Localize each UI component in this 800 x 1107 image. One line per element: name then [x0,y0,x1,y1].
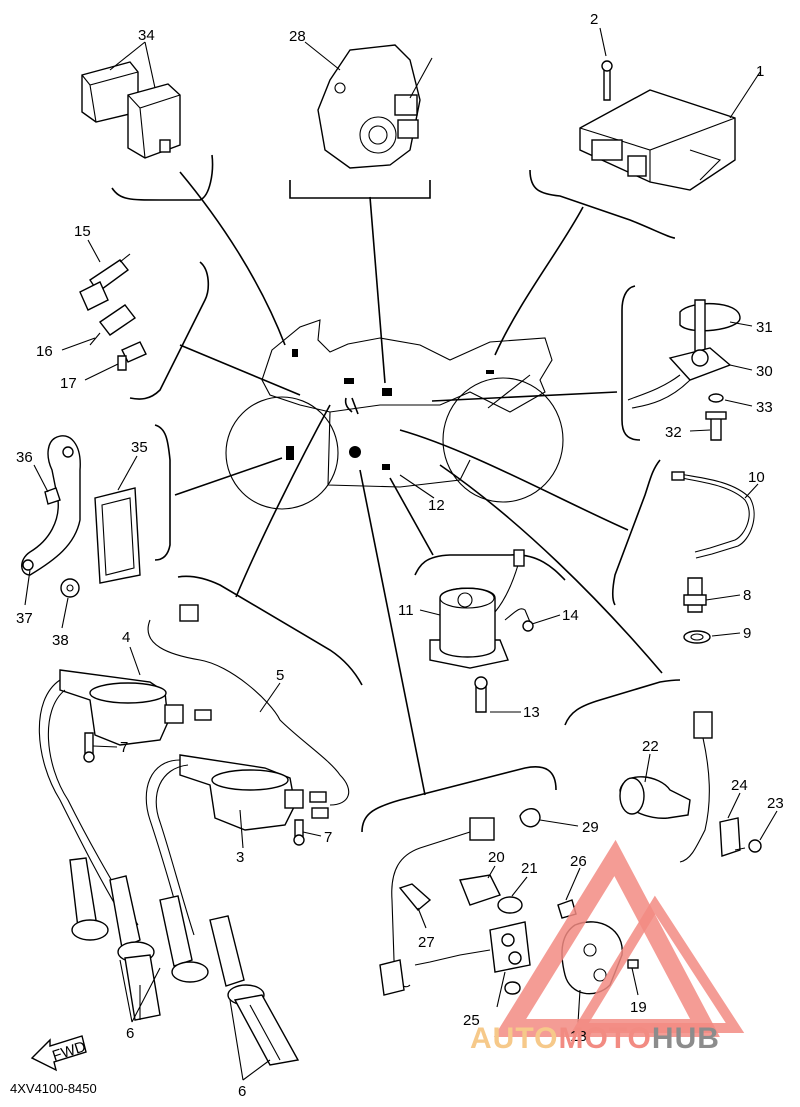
callout-17: 17 [60,375,77,392]
callout-12: 12 [428,497,445,514]
callout-8: 8 [743,587,751,604]
watermark-triangle [493,839,745,1037]
callout-22: 22 [642,738,659,755]
callout-34: 34 [138,27,155,44]
callout-24: 24 [731,777,748,794]
callout-26: 26 [570,853,587,870]
callout-9: 9 [743,625,751,642]
callout-6b: 6 [238,1083,246,1100]
sensor-group-15-17 [79,253,147,371]
watermark-hub: HUB [651,1022,720,1055]
pickup-wiring-group [379,808,639,996]
callout-1: 1 [756,63,764,80]
callout-29: 29 [582,819,599,836]
plug-leads-group [38,679,300,1066]
watermark-moto: MOTO [558,1022,652,1055]
callout-16: 16 [36,343,53,360]
group-brackets [111,154,681,833]
callout-7a: 7 [120,739,128,756]
ignition-coil-group [59,604,350,846]
drawing-code: 4XV4100-8450 [10,1081,97,1096]
pickup-coil-group [619,711,762,863]
ecu-unit [579,60,736,191]
watermark-logo: AUTOMOTOHUB [470,1022,720,1056]
leader-lines [174,171,663,796]
starter-relay-part [317,44,433,169]
starter-solenoid [429,549,534,713]
callout-3: 3 [236,849,244,866]
callout-10: 10 [748,469,765,486]
callout-5: 5 [276,667,284,684]
callout-15: 15 [74,223,91,240]
callout-27: 27 [418,934,435,951]
callout-21: 21 [521,860,538,877]
relay-assembly [81,61,181,159]
callout-7b: 7 [324,829,332,846]
callout-labels: 1 2 3 4 5 6 6 7 7 8 9 10 11 12 13 14 15 … [16,11,784,1100]
callout-2: 2 [590,11,598,28]
motorcycle-outline [225,319,564,510]
callout-13: 13 [523,704,540,721]
callout-23: 23 [767,795,784,812]
callout-30: 30 [756,363,773,380]
neutral-switch-group [671,471,755,644]
callout-20: 20 [488,849,505,866]
sidestand-switch [627,299,741,441]
callout-32: 32 [665,424,682,441]
callout-11: 11 [398,602,414,619]
callout-28: 28 [289,28,306,45]
callout-18: 18 [570,1028,587,1045]
callout-6a: 6 [126,1025,134,1042]
callout-35: 35 [131,439,148,456]
callout-14: 14 [562,607,579,624]
callout-36: 36 [16,449,33,466]
callout-19: 19 [630,999,647,1016]
fwd-arrow: FWD [30,1035,88,1072]
callout-4: 4 [122,629,130,646]
callout-25: 25 [463,1012,480,1029]
callout-37: 37 [16,610,33,627]
fwd-label: FWD [50,1038,88,1065]
callout-38: 38 [52,632,69,649]
watermark-auto: AUTO [470,1022,559,1055]
callout-31: 31 [756,319,773,336]
callout-33: 33 [756,399,773,416]
bracket-group [21,435,141,598]
callout-pointers [24,27,778,1081]
